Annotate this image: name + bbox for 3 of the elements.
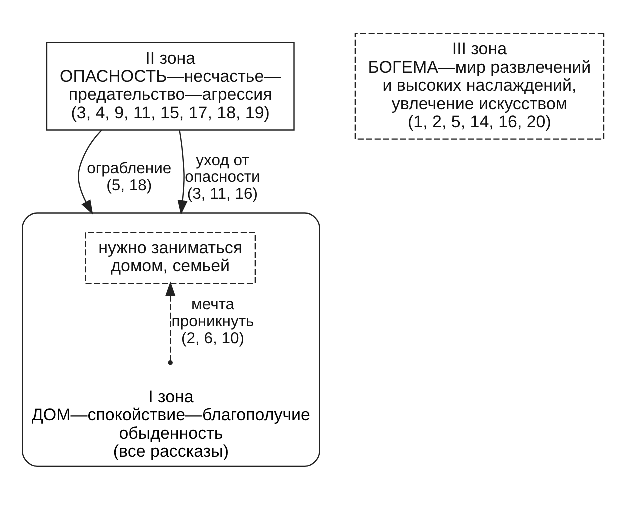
edge-label: уход от опасности (3, 11, 16): [185, 152, 260, 203]
edge-label: мечта проникнуть (2, 6, 10): [172, 296, 254, 347]
edge-label: ограбление (5, 18): [87, 160, 172, 194]
